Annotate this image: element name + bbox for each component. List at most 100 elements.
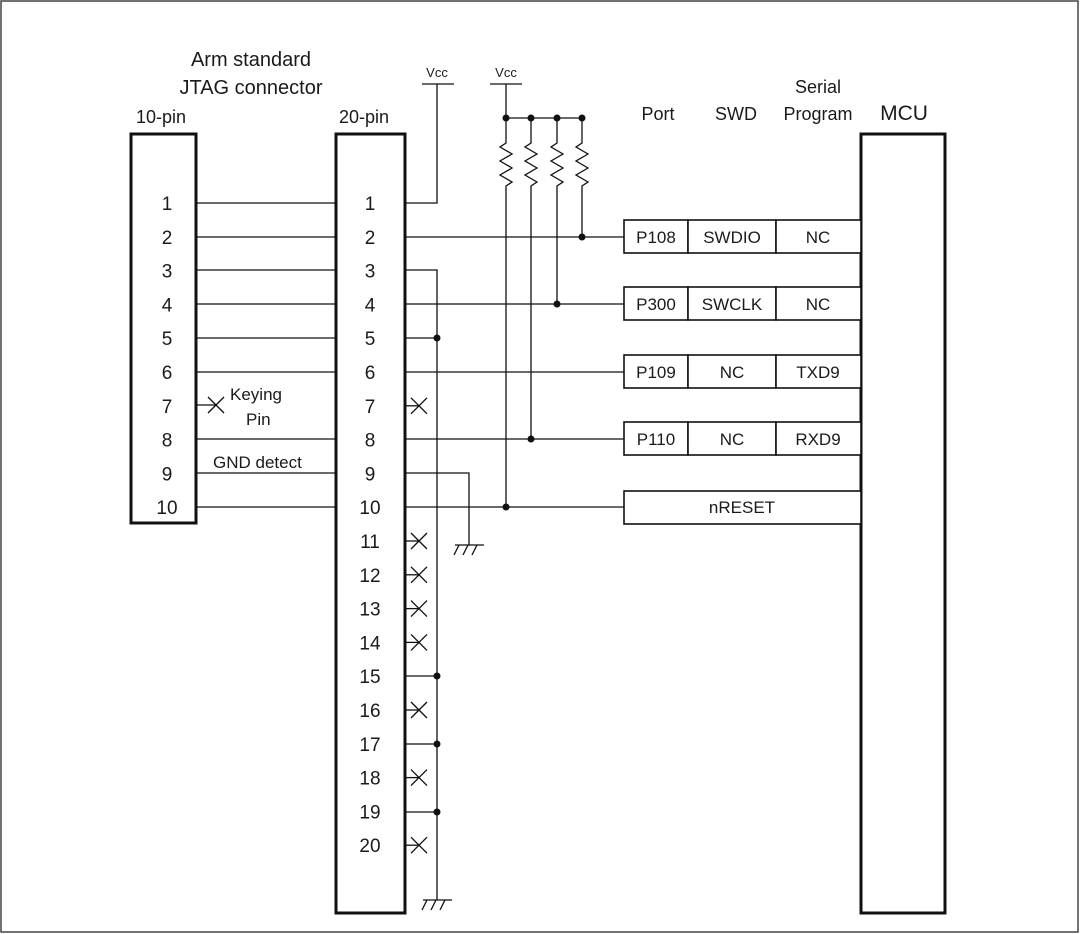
ten-pin-number: 4 (162, 295, 173, 316)
twenty-pin-number: 12 (359, 566, 380, 587)
swd-cell (687, 286, 777, 321)
twenty-pin-number: 17 (359, 735, 380, 756)
twenty-pin-number: 15 (359, 667, 380, 688)
twenty-pin-number: 13 (359, 600, 380, 621)
resistor (523, 118, 539, 439)
port-name: P110 (637, 430, 675, 449)
junction-dot (433, 334, 441, 342)
no-connect-mark (405, 600, 428, 618)
ten-pin-connector (129, 132, 198, 525)
swd-function: SWDIO (703, 228, 761, 247)
ground-bus (405, 269, 438, 900)
serial-function: RXD9 (795, 430, 840, 449)
twenty-pin-number: 20 (359, 836, 380, 857)
ten-pin-number: 10 (156, 498, 177, 519)
twenty-pin-label: 20-pin (339, 107, 389, 127)
twenty-pin-number: 16 (359, 701, 380, 722)
no-connect-mark (405, 566, 428, 584)
port-column-header: Port (641, 104, 674, 124)
port-name: P300 (636, 295, 676, 314)
junction-dot (433, 740, 441, 748)
serial-cell (775, 219, 862, 254)
vcc-left-label: Vcc (426, 65, 448, 80)
junction-dot (502, 503, 510, 511)
ten-pin-number: 9 (162, 464, 173, 485)
port-name: P109 (636, 363, 676, 382)
serial-column-header-1: Serial (795, 77, 841, 97)
signal-row: P110 NC RXD9 (623, 421, 862, 456)
no-connect-mark (207, 396, 225, 414)
ten-pin-number: 3 (162, 262, 173, 283)
keying-pin-label-2: Pin (246, 410, 271, 429)
twenty-pin-number: 6 (365, 363, 376, 384)
swd-cell (687, 421, 777, 456)
twenty-pin-number: 7 (365, 397, 376, 418)
swd-column-header: SWD (715, 104, 757, 124)
no-connect-mark (405, 633, 428, 651)
twenty-pin-number: 4 (365, 295, 376, 316)
swd-cell (687, 219, 777, 254)
no-connect-mark (405, 769, 428, 787)
serial-column-header-2: Program (783, 104, 852, 124)
gnd-detect-wire (405, 472, 470, 545)
mcu-label: MCU (880, 102, 928, 125)
no-connect-mark (405, 836, 428, 854)
serial-function: NC (806, 228, 831, 247)
keying-pin-label-1: Keying (230, 385, 282, 404)
signal-row: P108 SWDIO NC (623, 219, 862, 254)
vcc-left-wire (405, 84, 438, 204)
twenty-pin-number: 3 (365, 262, 376, 283)
port-cell (623, 421, 689, 456)
serial-function: TXD9 (796, 363, 839, 382)
twenty-pin-number: 19 (359, 802, 380, 823)
ten-pin-number: 6 (162, 363, 173, 384)
junction-dot (527, 435, 535, 443)
junction-dot (433, 672, 441, 680)
twenty-pin-number: 1 (365, 194, 376, 215)
signal-row: P109 NC TXD9 (623, 354, 862, 389)
twenty-pin-number: 9 (365, 464, 376, 485)
swd-function: SWCLK (702, 295, 763, 314)
twenty-pin-number: 8 (365, 431, 376, 452)
junction-dot (553, 300, 561, 308)
twenty-pin-connector (334, 132, 407, 915)
junction-dot (578, 233, 586, 241)
twenty-pin-number: 14 (359, 633, 381, 654)
port-cell (623, 354, 689, 389)
junction-dot (433, 808, 441, 816)
ground-symbol (453, 544, 484, 556)
title-line-2: JTAG connector (179, 77, 322, 99)
twenty-pin-number: 11 (360, 532, 380, 553)
resistor (549, 118, 565, 304)
serial-cell (775, 354, 862, 389)
ten-pin-number: 2 (162, 228, 173, 249)
twenty-pin-no-connects (405, 397, 428, 854)
swd-function: NC (720, 430, 745, 449)
mcu-block (859, 132, 947, 915)
port-name: P108 (636, 228, 676, 247)
swd-function: NC (720, 363, 745, 382)
nreset-cell (623, 490, 862, 525)
twenty-pin-number: 5 (365, 329, 376, 350)
title-line-1: Arm standard (191, 49, 311, 71)
swd-cell (687, 354, 777, 389)
no-connect-mark (405, 397, 428, 415)
ten-pin-number: 1 (162, 194, 173, 215)
ten-pin-label: 10-pin (136, 107, 186, 127)
resistor (574, 118, 590, 237)
resistor (498, 118, 514, 507)
ground-symbol (421, 899, 452, 911)
ten-pin-number: 8 (162, 431, 173, 452)
no-connect-mark (405, 532, 428, 550)
serial-cell (775, 286, 862, 321)
twenty-pin-number: 10 (359, 498, 380, 519)
serial-cell (775, 421, 862, 456)
ten-pin-number: 7 (162, 397, 173, 418)
